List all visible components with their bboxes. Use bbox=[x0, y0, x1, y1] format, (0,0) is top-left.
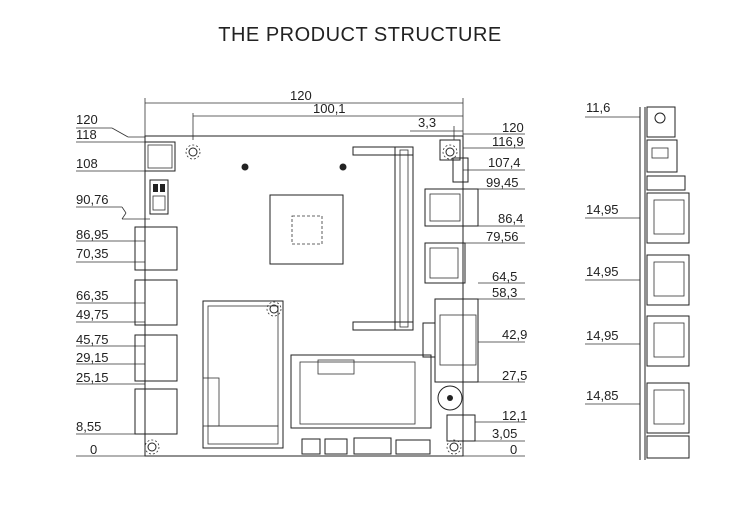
side-rj45-port bbox=[646, 382, 690, 434]
right-dim-label: 0 bbox=[510, 442, 517, 457]
mounting-hole-icon bbox=[185, 144, 201, 160]
side-rj45-port bbox=[646, 254, 690, 306]
side-bottom-block bbox=[646, 435, 690, 459]
via-dot bbox=[241, 163, 249, 171]
page-title: THE PRODUCT STRUCTURE bbox=[218, 24, 502, 46]
side-rj45-port bbox=[646, 192, 690, 244]
top-dimensions: 120 100,1 3,3 bbox=[144, 88, 464, 140]
right-dim-label: 27,5 bbox=[502, 368, 527, 383]
cpu-die bbox=[291, 215, 323, 245]
left-dimension-labels: 120 118 108 90,76 86,95 70,35 66,35 49,7… bbox=[76, 112, 109, 457]
side-jumper bbox=[646, 175, 686, 191]
audio-jack bbox=[437, 385, 463, 411]
right-dim-label: 3,05 bbox=[492, 426, 517, 441]
left-dim-label: 86,95 bbox=[76, 227, 109, 242]
right-dim-label: 12,1 bbox=[502, 408, 527, 423]
side-dim-label: 14,85 bbox=[586, 388, 619, 403]
left-dim-label: 120 bbox=[76, 112, 98, 127]
small-connector-right bbox=[446, 414, 476, 442]
right-dim-label: 120 bbox=[502, 120, 524, 135]
mounting-hole-icon bbox=[442, 144, 458, 160]
side-power-block bbox=[646, 139, 678, 173]
msata-module bbox=[290, 354, 432, 429]
sata-connector bbox=[353, 437, 392, 455]
left-dim-label: 66,35 bbox=[76, 288, 109, 303]
dim-top-width: 120 bbox=[290, 88, 312, 103]
board-outline bbox=[144, 135, 464, 457]
usb-port-left bbox=[134, 279, 178, 326]
lan-port-right bbox=[424, 188, 479, 227]
dim-top-offset: 3,3 bbox=[418, 115, 436, 130]
dim-top-hole-spacing: 100,1 bbox=[313, 101, 346, 116]
pin-header-icon bbox=[395, 439, 431, 455]
left-dim-label: 70,35 bbox=[76, 246, 109, 261]
side-dim-label: 14,95 bbox=[586, 328, 619, 343]
fan-header bbox=[301, 438, 321, 455]
vga-connector bbox=[434, 298, 479, 383]
jumper-block bbox=[149, 179, 169, 215]
side-dim-label: 14,95 bbox=[586, 264, 619, 279]
right-dim-label: 42,9 bbox=[502, 327, 527, 342]
dc-jack-plug bbox=[452, 157, 469, 183]
left-dim-label: 108 bbox=[76, 156, 98, 171]
pin-header-icon bbox=[422, 322, 436, 358]
right-dimension-labels: 120 116,9 107,4 99,45 86,4 79,56 64,5 58… bbox=[486, 120, 527, 457]
mounting-hole-icon bbox=[446, 439, 462, 455]
left-dim-label: 45,75 bbox=[76, 332, 109, 347]
cpu-package bbox=[269, 194, 344, 265]
fan-header bbox=[324, 438, 348, 455]
board-side-view: 11,6 14,95 14,95 14,95 1 bbox=[585, 100, 690, 460]
memory-slot bbox=[352, 146, 414, 331]
board-top-view bbox=[134, 135, 479, 457]
right-dim-label: 107,4 bbox=[488, 155, 521, 170]
mounting-hole-icon bbox=[144, 439, 160, 455]
usb-port-left bbox=[134, 226, 178, 271]
side-dc-jack bbox=[646, 106, 676, 138]
power-connector bbox=[144, 141, 176, 172]
dc-jack bbox=[439, 139, 461, 161]
side-dim-label: 11,6 bbox=[586, 100, 610, 115]
right-dim-label: 116,9 bbox=[492, 134, 524, 149]
left-dim-label: 29,15 bbox=[76, 350, 109, 365]
left-dim-label: 25,15 bbox=[76, 370, 109, 385]
right-dim-label: 64,5 bbox=[492, 269, 517, 284]
usb-stack-right bbox=[424, 242, 466, 284]
mounting-hole-icon bbox=[266, 301, 282, 317]
usb-port-left bbox=[134, 388, 178, 435]
right-dim-label: 58,3 bbox=[492, 285, 517, 300]
usb-port-left bbox=[134, 334, 178, 382]
right-dim-label: 79,56 bbox=[486, 229, 519, 244]
left-dim-label: 49,75 bbox=[76, 307, 109, 322]
left-dim-label: 118 bbox=[76, 127, 97, 142]
left-dim-label: 0 bbox=[90, 442, 97, 457]
mini-pcie-card bbox=[202, 300, 284, 449]
side-rj45-port bbox=[646, 315, 690, 367]
side-dim-label: 14,95 bbox=[586, 202, 619, 217]
left-dim-label: 90,76 bbox=[76, 192, 109, 207]
right-dim-label: 99,45 bbox=[486, 175, 519, 190]
right-dim-label: 86,4 bbox=[498, 211, 523, 226]
via-dot bbox=[339, 163, 347, 171]
left-dim-label: 8,55 bbox=[76, 419, 101, 434]
